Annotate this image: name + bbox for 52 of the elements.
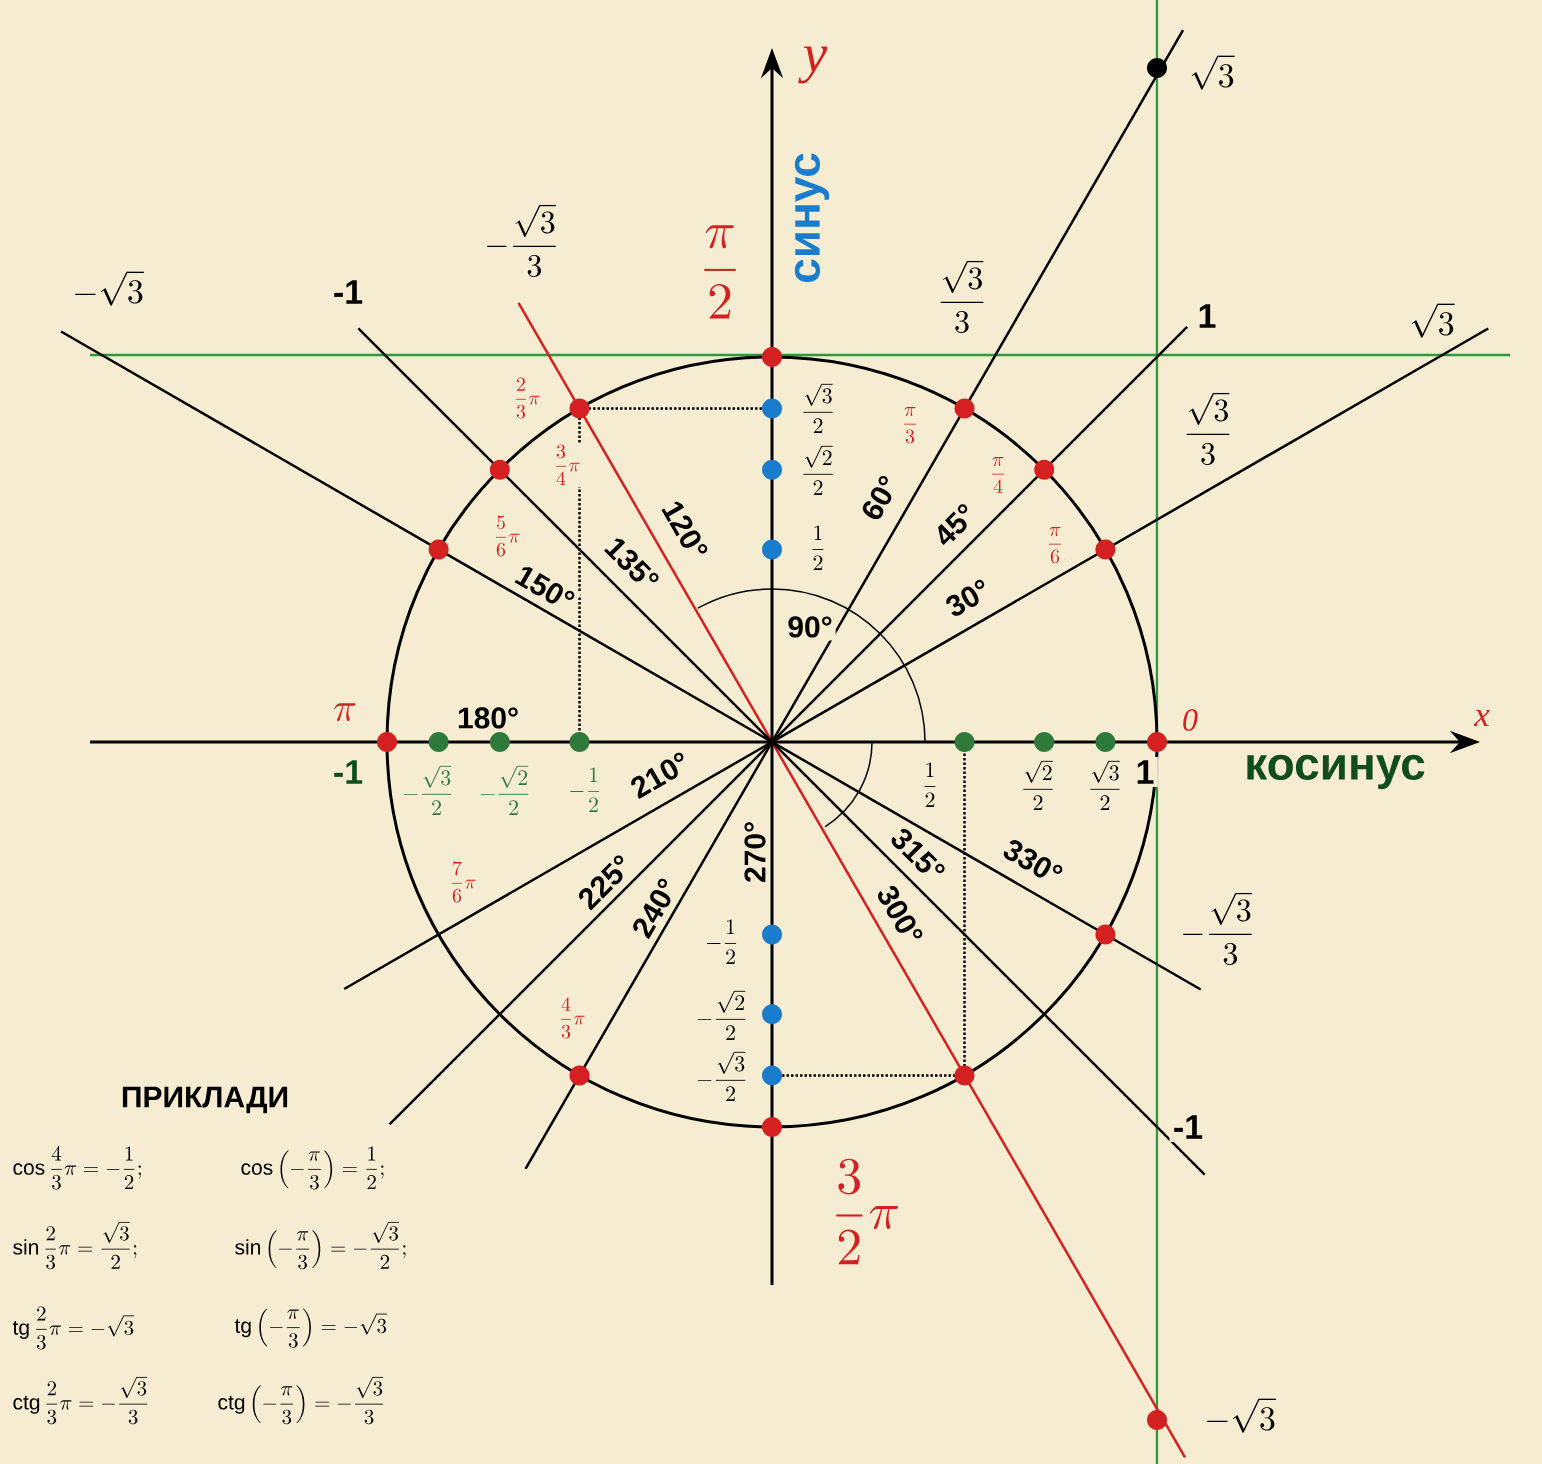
value-label: $-\sqrt{3}$ xyxy=(68,266,148,310)
angle-label: 180° xyxy=(454,704,523,732)
value-label: $\frac{\sqrt{3}}{3}$ xyxy=(933,256,991,336)
angle-label: 30° xyxy=(938,573,998,623)
axis-label: косинус xyxy=(1239,750,1431,794)
angle-label: 270° xyxy=(741,817,769,886)
angle-label: $\frac{3}{2}\pi$ xyxy=(824,1154,906,1270)
axis-label: x xyxy=(1470,706,1494,730)
value-label: $\sqrt{3}$ xyxy=(1405,298,1459,342)
value-label: -1 xyxy=(1169,1111,1207,1143)
example-formula: $\mathrm{ctg}\left(-\frac{\pi}{3}\right)=-\frac{\sqrt{3}}{3}$ xyxy=(218,1377,384,1425)
axis-label: синус xyxy=(790,147,834,289)
angle-label: 45° xyxy=(927,497,983,553)
angle-label: $\frac{\pi}{3}$ xyxy=(899,405,921,445)
value-label: $\frac{\sqrt{2}}{2}$ xyxy=(798,442,838,498)
axis-label: y xyxy=(797,40,833,90)
value-label: $\frac{\sqrt{2}}{2}$ xyxy=(1018,757,1058,813)
angle-label: 210° xyxy=(623,746,697,804)
angle-label: 135° xyxy=(598,530,666,598)
example-formula: $\cos\left(-\frac{\pi}{3}\right)=\frac{1}{2};$ xyxy=(241,1146,384,1190)
value-label: -1 xyxy=(329,276,367,308)
angle-label: 330° xyxy=(996,833,1070,891)
angle-label: 60° xyxy=(855,468,905,528)
angle-label: $\frac{\pi}{4}$ xyxy=(987,455,1009,495)
section-heading: ПРИКЛАДИ xyxy=(117,1083,293,1117)
example-formula: $\mathrm{tg}\,\frac{2}{3}\pi=-\sqrt{3}$ xyxy=(12,1306,135,1350)
value-label: $-\frac{\sqrt{2}}{2}$ xyxy=(476,762,534,818)
value-label: $-\frac{1}{2}$ xyxy=(566,765,604,815)
value-label: $\frac{\sqrt{3}}{3}$ xyxy=(1179,388,1237,468)
value-label: $-\frac{\sqrt{3}}{2}$ xyxy=(693,1048,751,1104)
value-label: $\sqrt{3}$ xyxy=(1185,50,1239,94)
value-label: $-\frac{\sqrt{3}}{3}$ xyxy=(1177,888,1259,968)
angle-label: 150° xyxy=(508,559,582,617)
value-label: $-\frac{\sqrt{3}}{2}$ xyxy=(399,762,457,818)
example-formula: $\sin\left(-\frac{\pi}{3}\right)=-\frac{\sqrt{3}}{2};$ xyxy=(235,1222,406,1270)
example-formula: $\cos\frac{4}{3}\pi=-\frac{1}{2};$ xyxy=(13,1146,141,1190)
angle-label: $\pi$ xyxy=(328,699,362,725)
angle-label: 90° xyxy=(784,613,836,641)
example-formula: $\mathrm{ctg}\,\frac{2}{3}\pi=-\frac{\sqrt{3}}{3}$ xyxy=(13,1377,148,1425)
angle-label: $\frac{\pi}{6}$ xyxy=(1044,525,1066,565)
value-label: $-\sqrt{3}$ xyxy=(1200,1393,1280,1437)
value-label: 1 xyxy=(1132,756,1158,788)
value-label: $\frac{\sqrt{3}}{2}$ xyxy=(798,380,838,436)
value-label: $-\frac{1}{2}$ xyxy=(703,917,741,967)
value-label: $-\frac{\sqrt{2}}{2}$ xyxy=(693,987,751,1043)
value-label: -1 xyxy=(329,756,367,788)
angle-label: $\frac{\pi}{2}$ xyxy=(692,220,748,324)
example-formula: $\mathrm{tg}\left(-\frac{\pi}{3}\right)=-\sqrt{3}$ xyxy=(234,1308,388,1348)
value-label: $\frac{\sqrt{3}}{2}$ xyxy=(1085,757,1125,813)
value-label: 1 xyxy=(1194,300,1220,332)
example-formula: $\sin\frac{2}{3}\pi=\frac{\sqrt{3}}{2};$ xyxy=(13,1222,137,1270)
value-label: $-\frac{\sqrt{3}}{3}$ xyxy=(481,200,563,280)
